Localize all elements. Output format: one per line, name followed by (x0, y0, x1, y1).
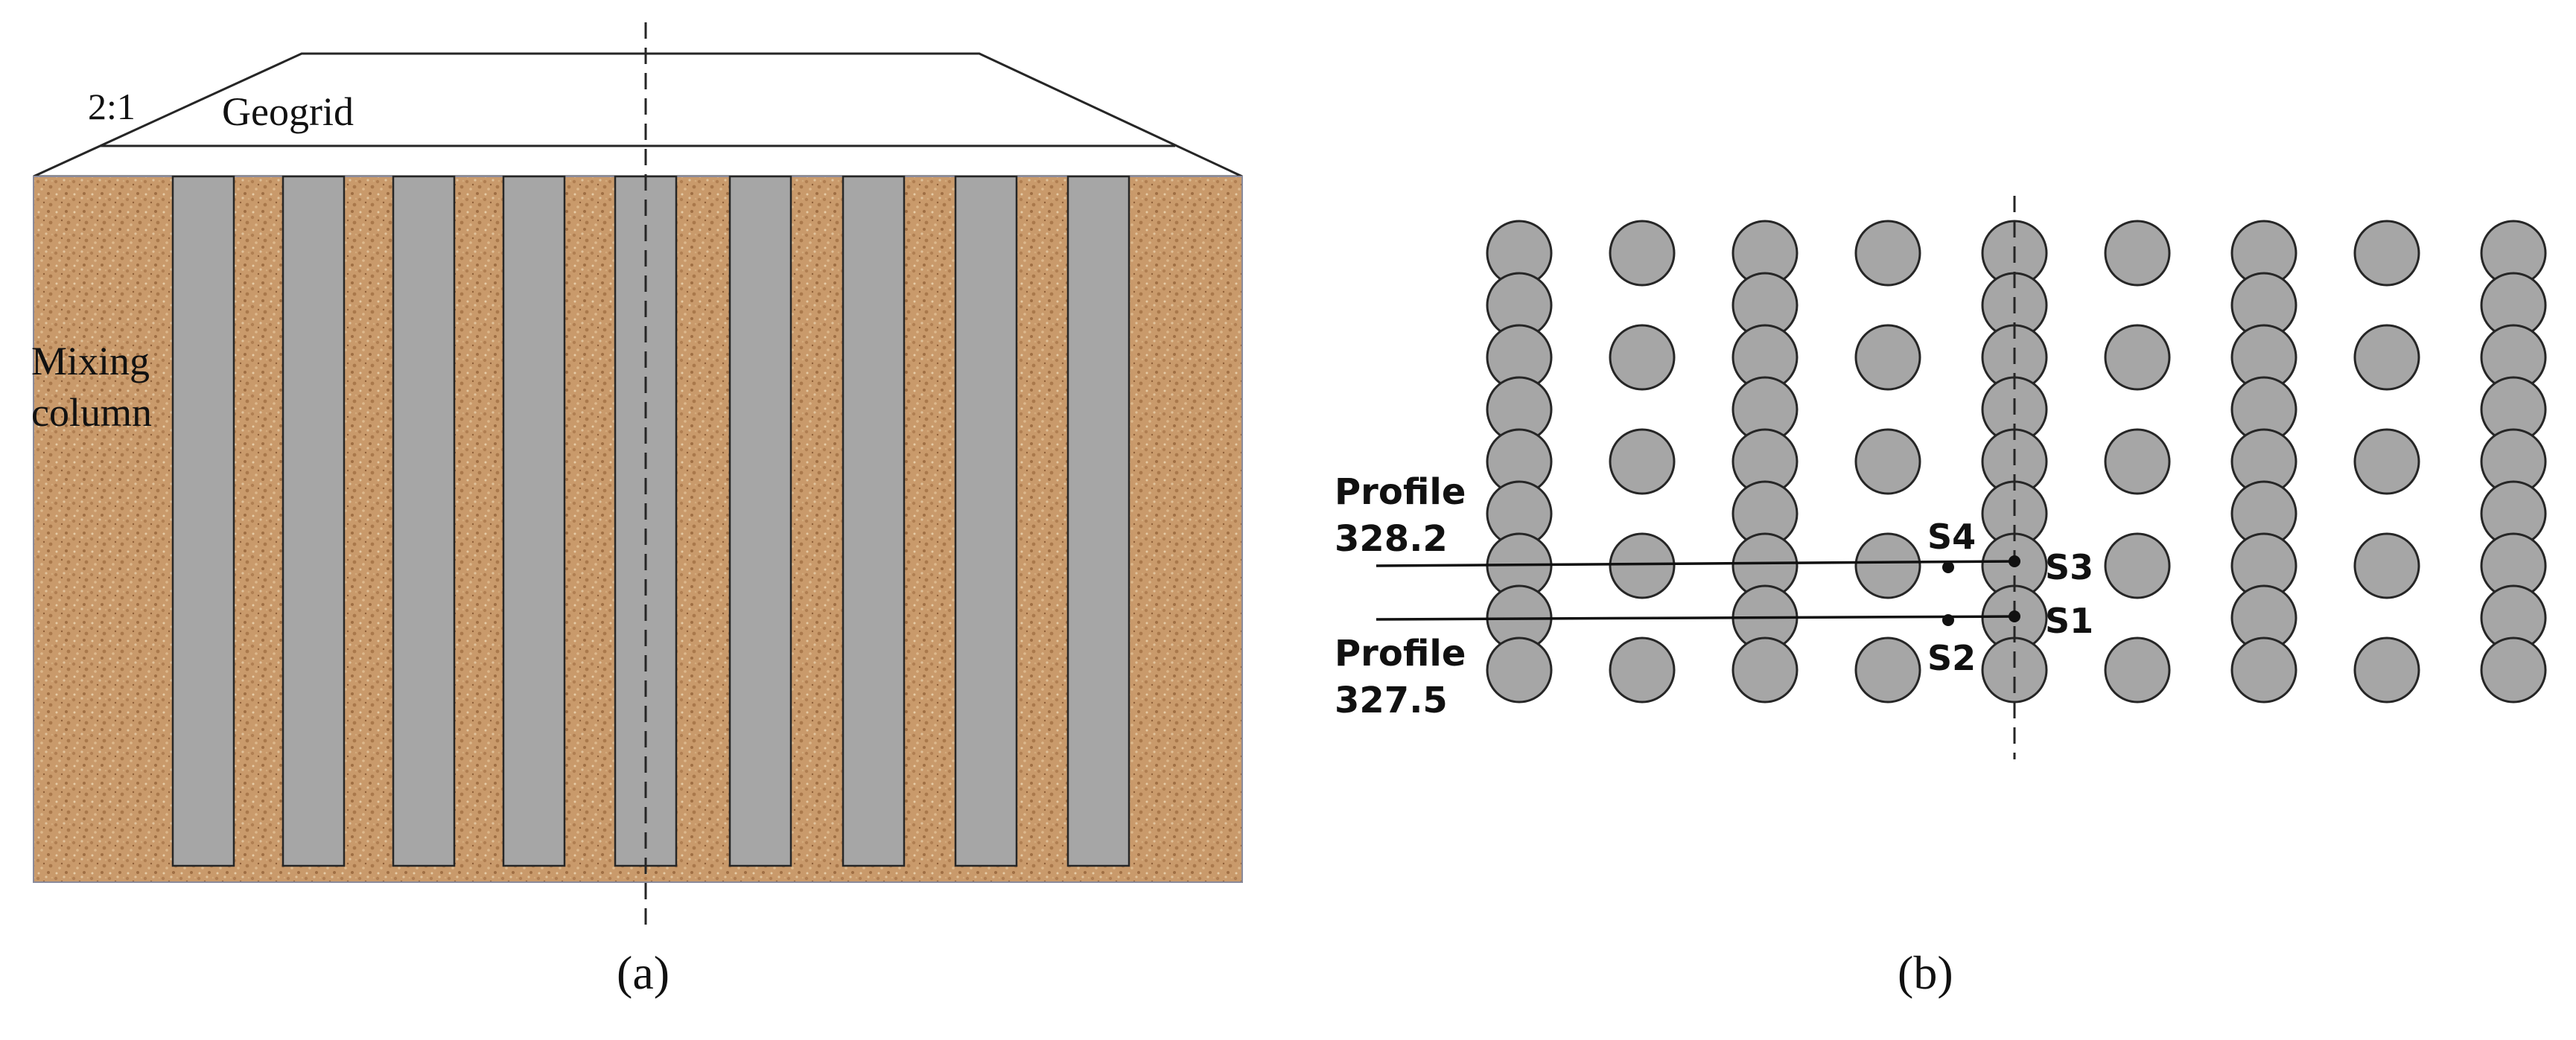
sensor-s2-point (1942, 614, 1954, 626)
sensor-s3-point (2009, 555, 2020, 567)
profile-328-2-line (1376, 560, 2019, 567)
column-circle-4-4 (1854, 532, 1921, 599)
mixing-column-4 (502, 175, 566, 867)
column-circle-6-3 (2104, 428, 2171, 495)
mixing-column-9 (1066, 175, 1130, 867)
profile-327-5-line (1376, 615, 2019, 621)
column-plan-grid (1486, 220, 2547, 704)
panel-b: S4 S3 S1 S2 Profile 328.2 Profile 327.5 … (1335, 196, 2547, 999)
sensor-s1-label: S1 (2045, 601, 2093, 641)
column-circle-8-5 (2353, 637, 2420, 704)
column-circle-4-5 (1854, 637, 1921, 704)
mixing-column-label-line1: Mixing (31, 339, 150, 383)
column-circle-8-3 (2353, 428, 2420, 495)
profile-lower-label-line2: 327.5 (1335, 680, 1448, 721)
embankment-outline (33, 52, 1243, 178)
profile-upper-label-line2: 328.2 (1335, 518, 1448, 560)
mixing-column-label-line2: column (31, 390, 152, 435)
column-circle-2-5 (1609, 637, 1676, 704)
sensor-s4-label: S4 (1927, 517, 1976, 557)
column-circle-9-9 (2480, 637, 2547, 704)
geogrid-label: Geogrid (222, 89, 354, 134)
sensor-s3-label: S3 (2045, 547, 2093, 587)
column-circle-1-9 (1486, 637, 1553, 704)
mixing-columns (171, 175, 1130, 867)
column-circle-6-2 (2104, 324, 2171, 391)
column-circle-8-1 (2353, 220, 2420, 287)
slope-ratio-label: 2:1 (88, 86, 136, 127)
sensor-s1-point (2009, 610, 2020, 622)
mixing-column-2 (282, 175, 346, 867)
profile-lower-label-line1: Profile (1335, 633, 1466, 674)
column-circle-4-1 (1854, 220, 1921, 287)
column-circle-2-3 (1609, 428, 1676, 495)
column-circle-2-2 (1609, 324, 1676, 391)
panel-a: 2:1 Geogrid Mixing column (a) (31, 22, 1243, 999)
column-circle-6-4 (2104, 532, 2171, 599)
sensor-s2-label: S2 (1927, 638, 1976, 678)
panel-a-caption: (a) (617, 946, 670, 999)
mixing-column-6 (728, 175, 792, 867)
column-circle-8-4 (2353, 532, 2420, 599)
column-circle-6-5 (2104, 637, 2171, 704)
profile-upper-label-line1: Profile (1335, 471, 1466, 513)
panel-b-caption: (b) (1898, 946, 1953, 999)
column-circle-2-1 (1609, 220, 1676, 287)
mixing-column-1 (171, 175, 235, 867)
column-circle-6-1 (2104, 220, 2171, 287)
column-circle-7-9 (2230, 637, 2297, 704)
column-circle-4-3 (1854, 428, 1921, 495)
column-circle-8-2 (2353, 324, 2420, 391)
mixing-column-8 (954, 175, 1018, 867)
column-circle-4-2 (1854, 324, 1921, 391)
mixing-column-3 (392, 175, 456, 867)
sensor-s4-point (1942, 561, 1954, 573)
mixing-column-7 (842, 175, 906, 867)
column-circle-2-4 (1609, 532, 1676, 599)
column-circle-3-9 (1731, 637, 1799, 704)
